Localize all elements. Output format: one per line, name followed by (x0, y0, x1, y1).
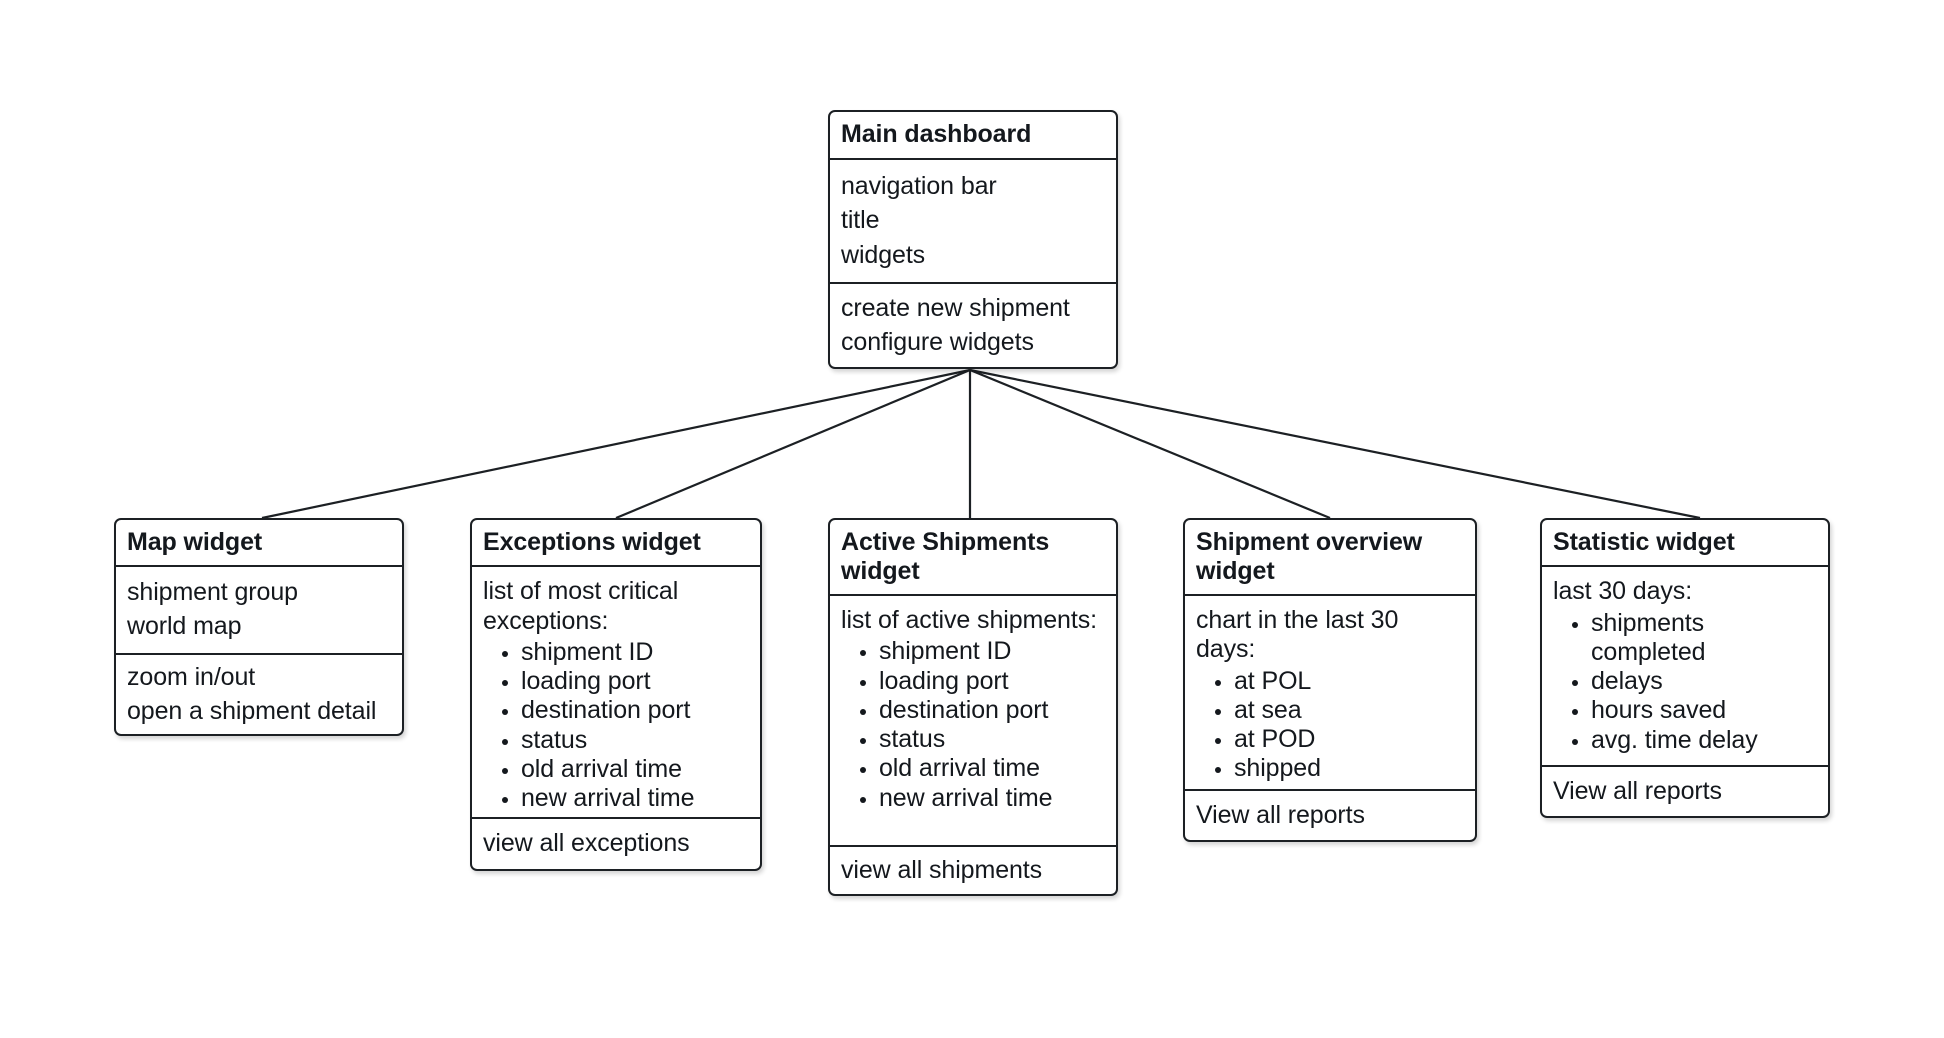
node-title: Exceptions widget (483, 528, 701, 557)
list-item: at sea (1196, 696, 1464, 725)
operation-item[interactable]: configure widgets (841, 328, 1034, 356)
list-item: shipped (1196, 754, 1464, 783)
shipment-status-list: at POL at sea at POD shipped (1196, 667, 1464, 784)
edge-to-exceptions-widget (615, 368, 971, 520)
list-item: delays (1553, 667, 1817, 696)
exceptions-widget-attributes-compartment: list of most critical exceptions: shipme… (472, 567, 760, 819)
list-item: destination port (841, 696, 1105, 725)
node-active-shipments-widget[interactable]: Active Shipments widget list of active s… (828, 518, 1118, 896)
attribute-item: title (841, 206, 880, 235)
active-shipments-widget-operations-compartment: view all shipments (830, 847, 1116, 894)
list-item: status (483, 726, 749, 755)
statistic-widget-title-compartment: Statistic widget (1542, 520, 1828, 568)
statistic-widget-attributes-compartment: last 30 days: shipments completed delays… (1542, 567, 1828, 767)
attribute-item: navigation bar (841, 172, 997, 201)
operation-item[interactable]: View all reports (1553, 776, 1722, 805)
operation-item[interactable]: open a shipment detail (127, 696, 377, 725)
node-title: Main dashboard (841, 120, 1032, 149)
active-shipments-widget-title-compartment: Active Shipments widget (830, 520, 1116, 597)
node-title: Map widget (127, 527, 263, 556)
operation-item[interactable]: view all shipments (841, 855, 1043, 884)
statistic-metric-list: shipments completed delays hours saved a… (1553, 609, 1817, 755)
exceptions-widget-title-compartment: Exceptions widget (472, 520, 760, 568)
node-shipment-overview-widget[interactable]: Shipment overview widget chart in the la… (1183, 518, 1477, 842)
list-item: loading port (841, 667, 1105, 696)
attribute-lead: chart in the last 30 days: (1196, 606, 1406, 664)
list-item: new arrival time (841, 784, 1105, 813)
list-item: status (841, 725, 1105, 754)
edge-to-map-widget (261, 368, 971, 520)
edge-to-statistic-widget (969, 368, 1701, 520)
list-item: new arrival time (483, 784, 749, 813)
map-widget-title-compartment: Map widget (116, 520, 402, 568)
node-title: Statistic widget (1553, 528, 1735, 557)
statistic-widget-operations-compartment: View all reports (1542, 767, 1828, 816)
node-title: Active Shipments widget (841, 527, 1050, 586)
attribute-item: shipment group (127, 578, 298, 607)
list-item: shipment ID (841, 637, 1105, 666)
map-widget-attributes-compartment: shipment group world map (116, 567, 402, 655)
list-item: old arrival time (841, 754, 1105, 783)
attribute-lead: last 30 days: (1553, 577, 1693, 606)
node-main-dashboard[interactable]: Main dashboard navigation bar title widg… (828, 110, 1118, 369)
edge-to-shipment-overview-widget (969, 368, 1331, 520)
attribute-lead: list of most critical exceptions: (483, 577, 686, 635)
exceptions-field-list: shipment ID loading port destination por… (483, 638, 749, 814)
active-shipments-widget-attributes-compartment: list of active shipments: shipment ID lo… (830, 596, 1116, 847)
node-map-widget[interactable]: Map widget shipment group world map zoom… (114, 518, 404, 736)
list-item: destination port (483, 696, 749, 725)
shipment-overview-widget-title-compartment: Shipment overview widget (1185, 520, 1475, 597)
list-item: at POL (1196, 667, 1464, 696)
list-item: hours saved (1553, 696, 1817, 725)
active-shipments-field-list: shipment ID loading port destination por… (841, 637, 1105, 813)
attribute-lead: list of active shipments: (841, 606, 1097, 635)
node-statistic-widget[interactable]: Statistic widget last 30 days: shipments… (1540, 518, 1830, 818)
list-item: shipments completed (1553, 609, 1817, 668)
list-item: old arrival time (483, 755, 749, 784)
operation-item[interactable]: View all reports (1196, 800, 1365, 829)
list-item: at POD (1196, 725, 1464, 754)
operation-item[interactable]: view all exceptions (483, 829, 690, 858)
exceptions-widget-operations-compartment: view all exceptions (472, 819, 760, 869)
shipment-overview-widget-attributes-compartment: chart in the last 30 days: at POL at sea… (1185, 596, 1475, 791)
attribute-item: widgets (841, 240, 926, 269)
main-dashboard-operations-compartment: create new shipment configure widgets (830, 284, 1116, 367)
main-dashboard-attributes-compartment: navigation bar title widgets (830, 160, 1116, 284)
operation-item[interactable]: create new shipment (841, 293, 1070, 322)
main-dashboard-title-compartment: Main dashboard (830, 112, 1116, 160)
node-exceptions-widget[interactable]: Exceptions widget list of most critical … (470, 518, 762, 871)
attribute-item: world map (127, 612, 242, 641)
list-item: shipment ID (483, 638, 749, 667)
operation-item[interactable]: zoom in/out (127, 662, 256, 691)
list-item: avg. time delay (1553, 726, 1817, 755)
list-item: loading port (483, 667, 749, 696)
shipment-overview-widget-operations-compartment: View all reports (1185, 791, 1475, 840)
node-title: Shipment overview widget (1196, 527, 1423, 586)
map-widget-operations-compartment: zoom in/out open a shipment detail (116, 655, 402, 734)
